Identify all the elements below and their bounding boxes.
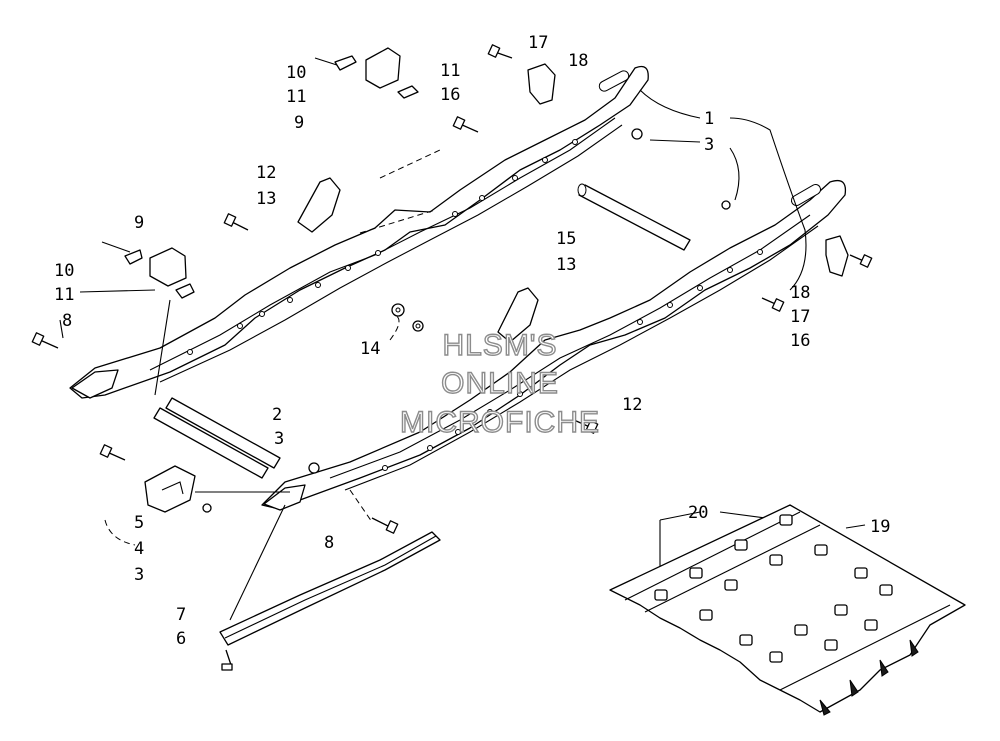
- callout-18: 18: [790, 283, 810, 303]
- callout-8: 8: [62, 311, 72, 331]
- wear-strip: [219, 531, 441, 646]
- callout-15: 15: [556, 229, 576, 249]
- slide-rail-far: [69, 65, 649, 399]
- callout-3: 3: [274, 429, 284, 449]
- callout-12: 12: [622, 395, 642, 415]
- callout-11: 11: [440, 61, 460, 81]
- callout-10: 10: [54, 261, 74, 281]
- callout-17: 17: [528, 33, 548, 53]
- callout-3: 3: [704, 135, 714, 155]
- callout-11: 11: [286, 87, 306, 107]
- track-clips: [654, 514, 893, 663]
- cross-shafts: [153, 183, 691, 479]
- bolts: [31, 44, 873, 671]
- pins-clips: [101, 55, 419, 299]
- watermark-line-3: MICROFICHE: [400, 406, 600, 439]
- callout-18: 18: [568, 51, 588, 71]
- callout-5: 5: [134, 513, 144, 533]
- track: [609, 504, 966, 716]
- callout-2: 2: [272, 405, 282, 425]
- callout-6: 6: [176, 629, 186, 649]
- callout-17: 17: [790, 307, 810, 327]
- callout-16: 16: [440, 85, 460, 105]
- slide-rail-near: [261, 179, 847, 511]
- watermark-line-1: HLSM'S: [442, 329, 557, 362]
- callout-3: 3: [134, 565, 144, 585]
- watermark: HLSM'S ONLINE MICROFICHE: [399, 328, 600, 439]
- callout-7: 7: [176, 605, 186, 625]
- callout-13: 13: [256, 189, 276, 209]
- callout-12: 12: [256, 163, 276, 183]
- callout-4: 4: [134, 539, 144, 559]
- callout-19: 19: [870, 517, 890, 537]
- leader-lines: [59, 89, 866, 621]
- callout-11: 11: [54, 285, 74, 305]
- callout-14: 14: [360, 339, 380, 359]
- callout-9: 9: [294, 113, 304, 133]
- callout-20: 20: [688, 503, 708, 523]
- end-blocks: [149, 47, 849, 287]
- callout-9: 9: [134, 213, 144, 233]
- callout-8: 8: [324, 533, 334, 553]
- callout-1: 1: [704, 109, 714, 129]
- rubber-bumper: [144, 465, 196, 513]
- nuts: [202, 128, 731, 513]
- callout-13: 13: [556, 255, 576, 275]
- callout-16: 16: [790, 331, 810, 351]
- callout-10: 10: [286, 63, 306, 83]
- watermark-line-2: ONLINE: [441, 367, 559, 400]
- shock-brackets: [297, 177, 539, 343]
- callout-labels: 17 18 11 10 11 16 9 1 3 12 13 9 15 13 10…: [54, 33, 890, 649]
